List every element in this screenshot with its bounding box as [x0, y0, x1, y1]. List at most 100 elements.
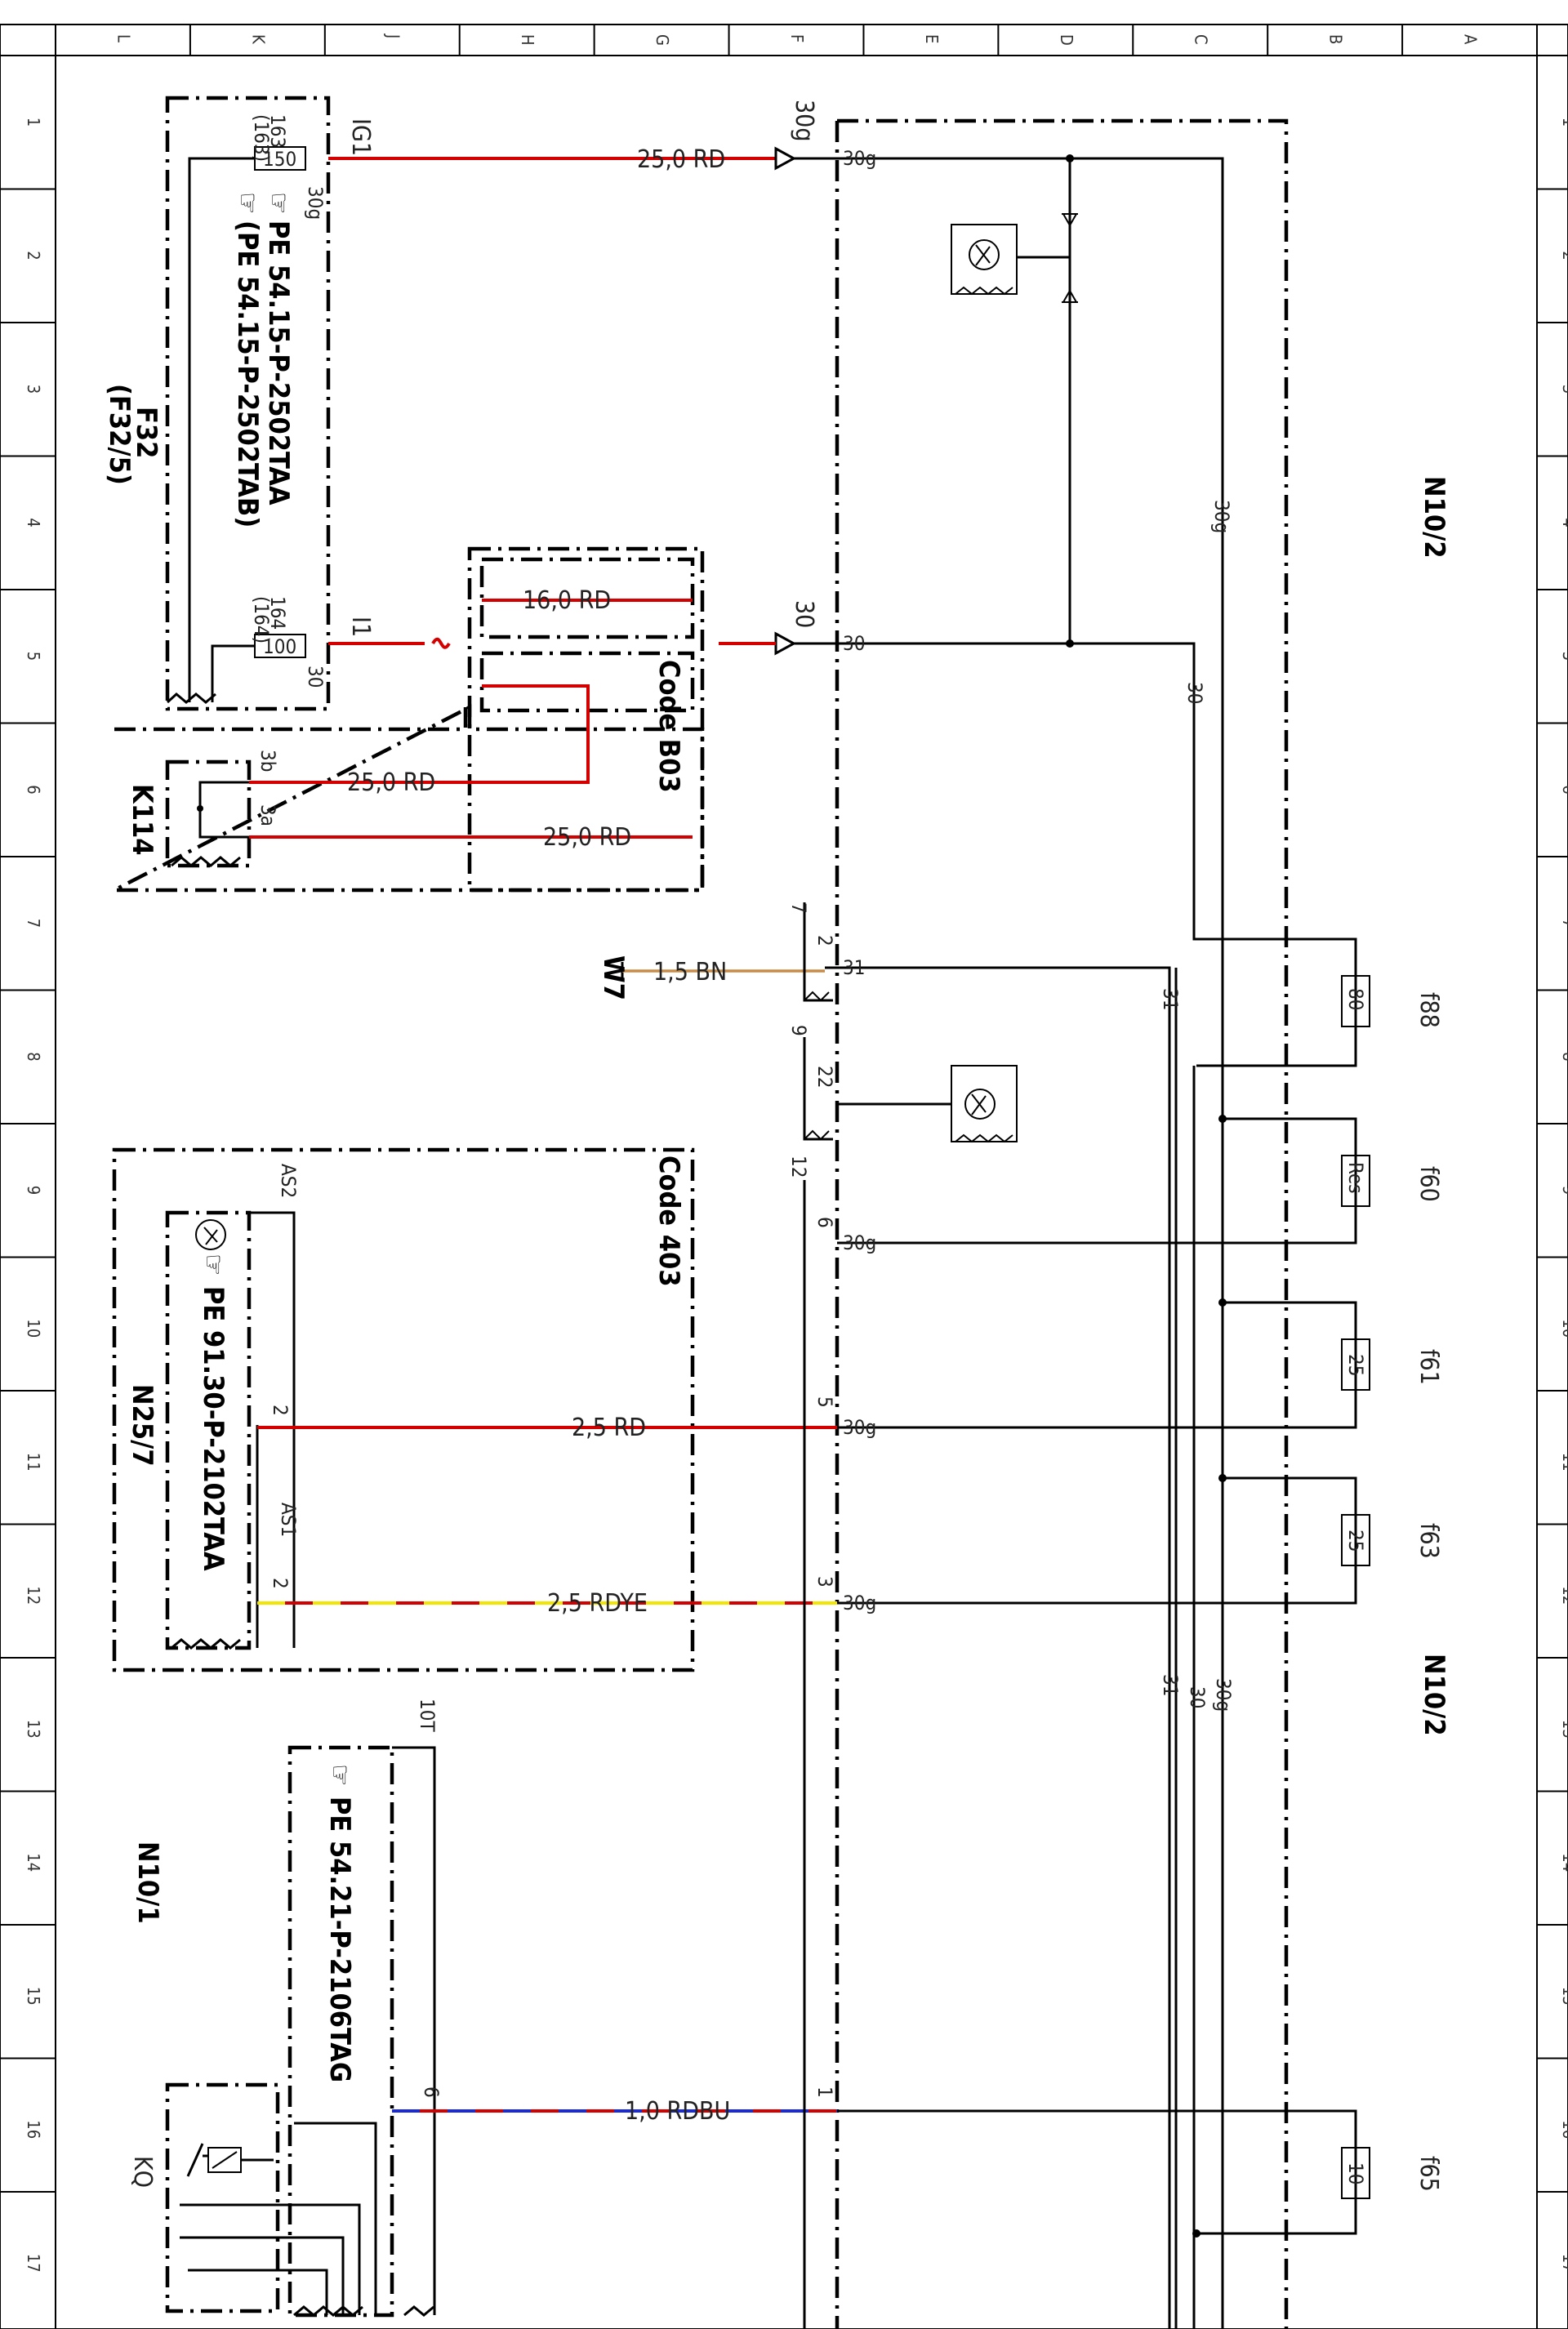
fuse-f60-value: Res — [1344, 1162, 1367, 1193]
component-label-n10-2-top: N10/2 — [1418, 476, 1450, 559]
row-ruler-label: 12 — [24, 1586, 43, 1605]
n10-2-internal: 30g 30 31 31 30 30g 30g 30 31 30g 30g 30… — [837, 147, 1286, 2329]
module-n10-1-pin-10t: 10T — [416, 1699, 439, 1732]
row-ruler-label: 2 — [24, 251, 43, 260]
row-ruler-label: 8 — [1559, 1052, 1568, 1061]
manual-icon-2: ☞ — [231, 192, 264, 214]
row-ruler-label: 1 — [24, 118, 43, 127]
pin-label-i1: I1 — [346, 617, 375, 637]
module-n10-1: N10/1 PE 54.21-P-2106TAG ☞ 10T KQ — [128, 1699, 439, 2318]
fuse-f65 — [1341, 2147, 1370, 2199]
code-403-box: Code 403 N25/7 PE 91.30-P-2102TAA ☞ AS2 … — [112, 1147, 695, 1672]
row-ruler-label: 6 — [24, 785, 43, 794]
fuse-100-value: 100 — [263, 635, 296, 658]
fuse-f61 — [1341, 1338, 1370, 1391]
pin-3a: 3a — [256, 804, 279, 826]
row-ruler-label: 12 — [1559, 1586, 1568, 1605]
manual-icon-3: ☞ — [197, 1254, 229, 1276]
column-ruler-label: H — [518, 34, 537, 46]
pin-label-30-big: 30 — [790, 600, 818, 628]
row-ruler-label: 4 — [24, 518, 43, 527]
row-ruler-label: 11 — [24, 1453, 43, 1472]
row-ruler: 1122334455667788991010111112121313141415… — [0, 118, 1568, 2273]
pin-label-ig1: IG1 — [346, 118, 375, 156]
fuse-f61-value: 25 — [1344, 1354, 1367, 1376]
wire-label-ig1: 25,0 RD — [637, 145, 725, 174]
n25-7-as1-label: AS1 — [277, 1503, 300, 1537]
fuse-f61-label: f61 — [1414, 1349, 1443, 1385]
row-ruler-label: 16 — [24, 2120, 43, 2139]
row-ruler-label: 7 — [24, 919, 43, 928]
pin-1: 1 — [813, 2086, 836, 2098]
pin-5: 5 — [813, 1396, 836, 1408]
fuse-f63-label: f63 — [1414, 1523, 1443, 1559]
fuse-box-f32: F32 (F32/5) PE 54.15-P-2502TAA (PE 54.15… — [103, 96, 331, 711]
row-ruler-label: 5 — [24, 652, 43, 661]
row-ruler-label: 5 — [1559, 652, 1568, 661]
component-label-f32: F32 — [130, 407, 163, 458]
row-ruler-label: 16 — [1559, 2120, 1568, 2139]
fuse-100-num-alt: (164) — [250, 596, 273, 643]
wire-label-3b: 25,0 RD — [347, 768, 435, 797]
wire-label-as1: 2,5 RDYE — [547, 1589, 648, 1618]
component-label-n25-7: N25/7 — [126, 1384, 158, 1467]
fuse-f60-label: f60 — [1414, 1166, 1443, 1202]
row-ruler-label: 17 — [24, 2254, 43, 2273]
column-ruler-label: C — [1192, 34, 1211, 45]
row-ruler-label: 14 — [1559, 1853, 1568, 1872]
connector-9-label: 9 — [787, 1025, 810, 1036]
reference-pe3: PE 91.30-P-2102TAA — [197, 1286, 229, 1571]
rail-label-31: 31 — [1159, 988, 1182, 1010]
column-ruler-label: L — [114, 34, 133, 42]
row-ruler-label: 10 — [24, 1319, 43, 1338]
fuse-f65-value: 10 — [1344, 2162, 1367, 2184]
rail-label-30: 30 — [1183, 682, 1206, 704]
component-label-n10-1: N10/1 — [131, 1841, 164, 1924]
row-ruler-label: 15 — [1559, 1987, 1568, 2006]
rail-label-30g: 30g — [1210, 500, 1233, 533]
reference-pe1: PE 54.15-P-2502TAA — [262, 220, 295, 505]
wire-label-rdbu: 1,0 RDBU — [625, 2097, 730, 2126]
column-ruler-label: J — [383, 33, 403, 38]
terminal-30-1: 30 — [843, 632, 865, 655]
connector-7-pin: 2 — [813, 935, 836, 946]
column-ruler-label: K — [248, 34, 268, 45]
fuse-f88 — [1341, 975, 1370, 1027]
row-ruler-label: 13 — [24, 1720, 43, 1739]
row-ruler-label: 11 — [1559, 1453, 1568, 1472]
fuse-100-term: 30 — [304, 666, 327, 688]
row-ruler-label: 9 — [24, 1186, 43, 1195]
rail-label-30-bottom: 30 — [1186, 1686, 1209, 1708]
fuse-100-num: 164 — [266, 596, 289, 630]
wire-label-as2: 2,5 RD — [572, 1414, 646, 1442]
terminal-30g-5: 30g — [843, 1416, 876, 1439]
row-ruler-label: 13 — [1559, 1720, 1568, 1739]
wire-label-3a: 25,0 RD — [543, 823, 631, 852]
n25-7-as2-label: AS2 — [277, 1164, 300, 1198]
row-ruler-label: 9 — [1559, 1186, 1568, 1195]
wire-label-bn: 1,5 BN — [653, 958, 727, 986]
row-ruler-label: 3 — [24, 385, 43, 394]
row-ruler-label: 10 — [1559, 1319, 1568, 1338]
terminal-30g-3: 30g — [843, 1592, 876, 1614]
row-ruler-label: 14 — [24, 1853, 43, 1872]
fuse-150-num-alt: (163) — [250, 114, 273, 162]
component-label-w7: W7 — [597, 955, 630, 1000]
pin-6: 6 — [420, 2086, 443, 2098]
column-ruler-label: B — [1326, 34, 1346, 44]
row-ruler-label: 4 — [1559, 518, 1568, 527]
fuse-f63 — [1341, 1514, 1370, 1566]
component-label-kq: KQ — [128, 2156, 157, 2188]
fuse-f88-label: f88 — [1414, 992, 1443, 1028]
fuse-f60 — [1341, 1155, 1370, 1207]
row-ruler-label: 7 — [1559, 919, 1568, 928]
n25-7-pin-as1: 2 — [269, 1578, 292, 1589]
rail-label-30g-bottom: 30g — [1212, 1678, 1235, 1712]
code-403-label: Code 403 — [653, 1156, 685, 1287]
connector-7-label: 7 — [787, 902, 810, 914]
row-ruler-label: 3 — [1559, 385, 1568, 394]
manual-icon-4: ☞ — [323, 1764, 356, 1786]
wires: 25,0 RD IG1 30g 16,0 RD I1 30 25,0 RD 25… — [249, 100, 837, 2329]
